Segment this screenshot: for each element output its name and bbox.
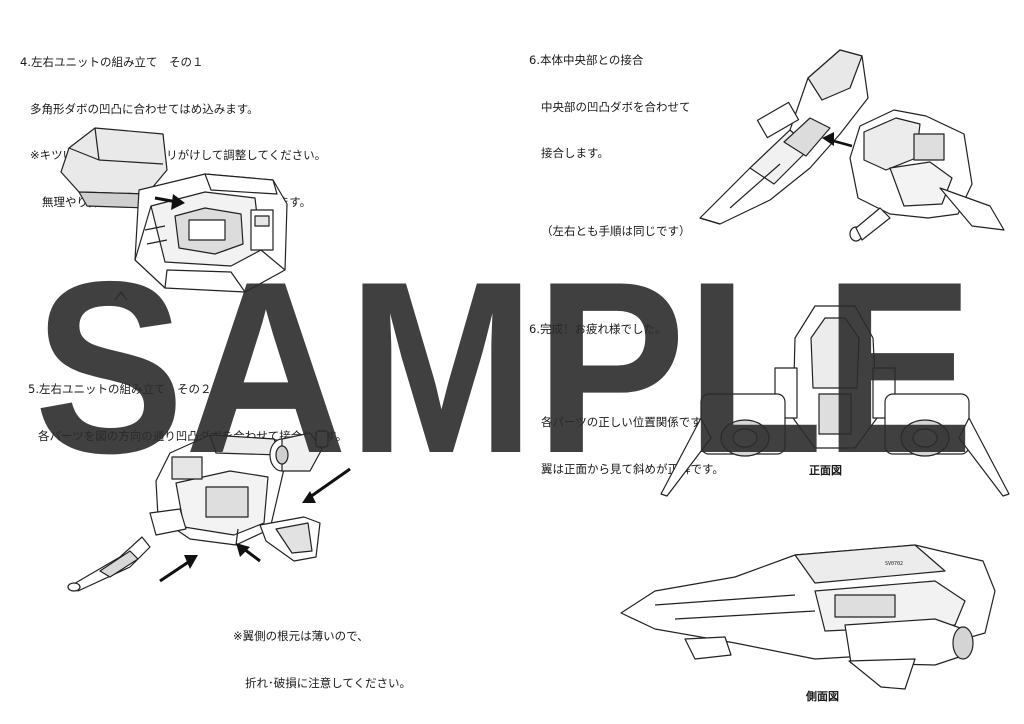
side-marking-text: SV0702 xyxy=(885,561,903,567)
side-view-caption: 側面図 xyxy=(806,690,839,703)
step6-line-4: （左右とも手順は同じです） xyxy=(541,223,691,238)
step5-arrows xyxy=(160,469,350,581)
step6-instructions: 6.本体中央部との接合 中央部の凹凸ダボを合わせて 接合します。 （左右とも手順… xyxy=(529,22,691,255)
step5-arrow-1-icon xyxy=(160,555,198,581)
step5-title: 5.左右ユニットの組み立て その２ xyxy=(28,382,212,396)
step6-illustration xyxy=(690,38,1010,248)
front-view-illustration xyxy=(655,298,1015,498)
step5-note-line-2: 折れ･破損に注意してください。 xyxy=(245,675,412,690)
step5-arrow-3-icon xyxy=(302,469,350,503)
step5-arrow-2-icon xyxy=(236,543,260,561)
step6-line-1: 中央部の凹凸ダボを合わせて xyxy=(541,99,691,114)
step4-illustration xyxy=(55,120,295,301)
step5-note: ※翼側の根元は薄いので、 折れ･破損に注意してください。 xyxy=(233,598,411,707)
step5-note-line-1: ※翼側の根元は薄いので、 xyxy=(233,629,369,643)
step6-title: 6.本体中央部との接合 xyxy=(529,53,644,67)
step4-line-1: 多角形ダボの凹凸に合わせてはめ込みます。 xyxy=(30,101,259,116)
step7-title: 6.完成！お疲れ様でした。 xyxy=(529,322,667,336)
front-view-caption: 正面図 xyxy=(809,464,842,477)
step6-arrow-icon xyxy=(822,132,852,146)
step4-title: 4.左右ユニットの組み立て その１ xyxy=(20,55,204,69)
side-view-illustration: SV0702 xyxy=(615,525,1015,690)
step5-illustration xyxy=(60,425,360,595)
step6-line-2: 接合します。 xyxy=(541,146,609,160)
step4-arrow-icon xyxy=(155,194,185,210)
step7-line-1: 各パーツの正しい位置関係です。 xyxy=(541,415,713,429)
